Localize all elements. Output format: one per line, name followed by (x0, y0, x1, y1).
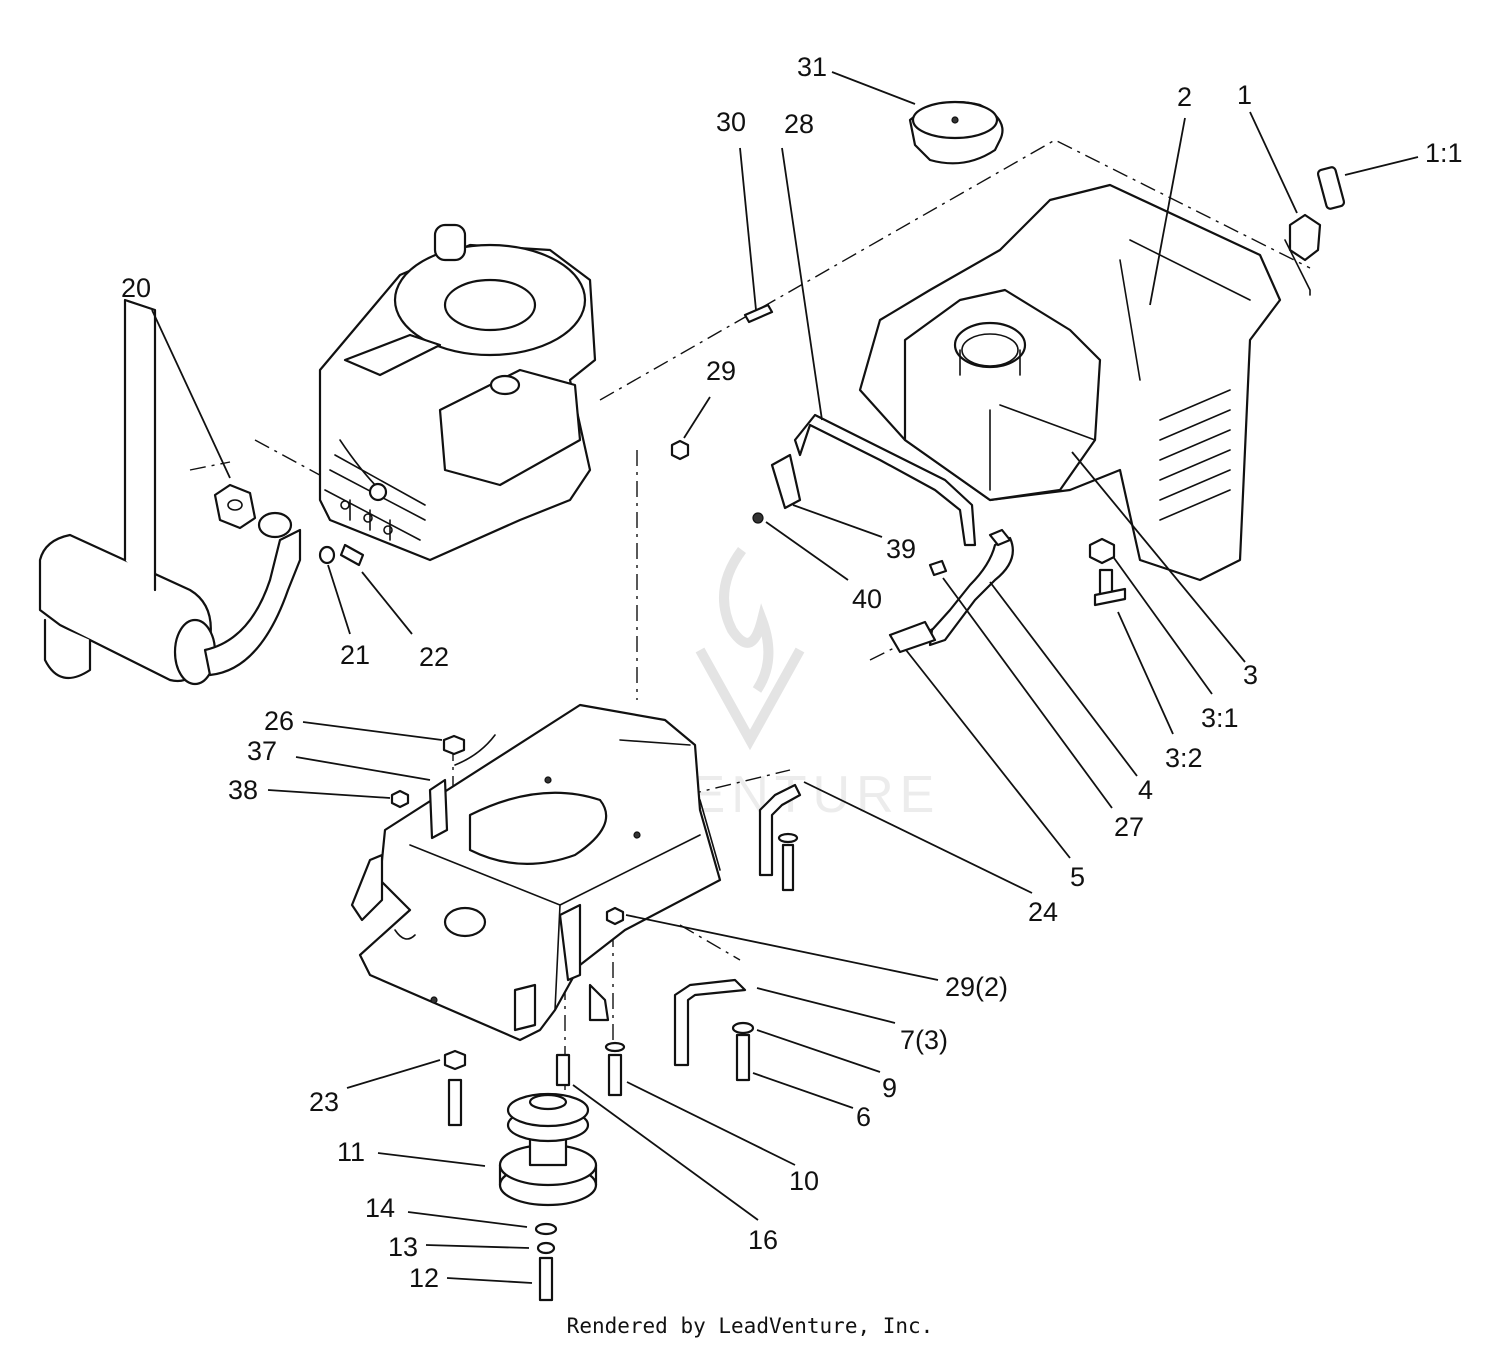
callout-9: 9 (882, 1073, 897, 1103)
clamp-27 (928, 559, 948, 577)
fuel-tank (858, 183, 1282, 582)
callout-29: 29 (706, 356, 736, 386)
rod-24 (758, 783, 802, 892)
callout-39: 39 (886, 534, 916, 564)
callout-29-2: 29(2) (945, 972, 1008, 1002)
bolt-10 (607, 1053, 623, 1097)
callout-1: 1 (1237, 80, 1252, 110)
bolt-6 (735, 1033, 751, 1082)
nut-23 (443, 1049, 467, 1127)
callout-labels: 31 2 1 1:1 30 28 20 29 39 40 21 22 3 3:1… (121, 52, 1463, 1293)
callout-37: 37 (247, 736, 277, 766)
callout-11: 11 (337, 1137, 365, 1167)
callout-6: 6 (856, 1102, 871, 1132)
callout-21: 21 (340, 640, 370, 670)
callout-12: 12 (409, 1263, 439, 1293)
callout-24: 24 (1028, 897, 1058, 927)
bracket-39 (770, 453, 802, 510)
washer-9 (731, 1021, 755, 1035)
nut-26 (442, 734, 466, 756)
bolt-12 (538, 1256, 554, 1302)
callout-26: 26 (264, 706, 294, 736)
shutoff-valve-3 (1088, 537, 1127, 607)
rod-7 (588, 978, 747, 1067)
frame (350, 703, 722, 1042)
filter-5 (888, 620, 937, 654)
nut-29-2 (605, 906, 625, 926)
fuel-line-28 (793, 413, 977, 547)
callout-23: 23 (309, 1087, 339, 1117)
bolt-22 (339, 543, 365, 567)
connector-1-1 (1316, 166, 1346, 210)
washer-14 (534, 1222, 558, 1236)
footer-credit: Rendered by LeadVenture, Inc. (566, 1314, 934, 1338)
pin-30 (743, 303, 774, 324)
bracket-37 (428, 778, 449, 840)
callout-10: 10 (789, 1166, 819, 1196)
fuel-cap-31 (908, 100, 1004, 165)
callout-16: 16 (748, 1225, 778, 1255)
callout-31: 31 (797, 52, 827, 82)
switch-1 (1284, 213, 1322, 296)
callout-3: 3 (1243, 660, 1258, 690)
callout-27: 27 (1114, 812, 1144, 842)
nut-29 (670, 439, 690, 461)
washer-10 (604, 1041, 626, 1053)
callout-7-3: 7(3) (900, 1025, 948, 1055)
callout-28: 28 (784, 109, 814, 139)
callout-20: 20 (121, 273, 151, 303)
callout-40: 40 (852, 584, 882, 614)
callout-2: 2 (1177, 82, 1192, 112)
callout-5: 5 (1070, 862, 1085, 892)
engine (318, 223, 597, 562)
lockwasher-13 (536, 1241, 556, 1255)
callout-1-1: 1:1 (1425, 138, 1463, 168)
callout-3-1: 3:1 (1201, 703, 1239, 733)
callout-4: 4 (1138, 775, 1153, 805)
leader-lines (151, 71, 1419, 1284)
gasket-21 (318, 545, 336, 565)
pulley-11 (498, 1092, 598, 1207)
hose-4 (928, 528, 1014, 647)
callout-13: 13 (388, 1232, 418, 1262)
nut-38 (390, 789, 410, 809)
callout-38: 38 (228, 775, 258, 805)
muffler (38, 298, 302, 686)
callout-22: 22 (419, 642, 449, 672)
bolt-16 (555, 1053, 571, 1087)
screw-40 (752, 512, 764, 524)
callout-30: 30 (716, 107, 746, 137)
callout-14: 14 (365, 1193, 395, 1223)
wire-harness (454, 734, 496, 766)
callout-3-2: 3:2 (1165, 743, 1203, 773)
